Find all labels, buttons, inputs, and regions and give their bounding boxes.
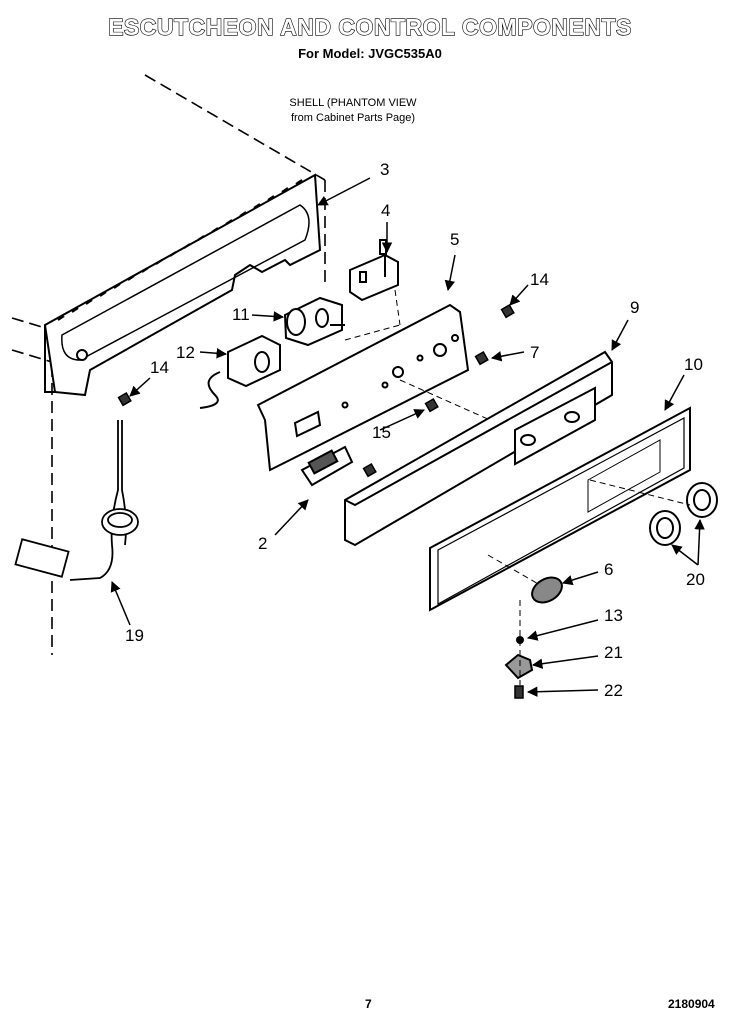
label-part-21: 21 <box>604 643 623 662</box>
label-part-15: 15 <box>372 423 391 442</box>
control-panel-bracket <box>43 173 322 397</box>
part-4-switch <box>349 239 399 302</box>
label-part-4: 4 <box>381 201 390 220</box>
bracket-vent-slots <box>57 179 303 321</box>
part-5-mounting-plate <box>256 303 470 472</box>
label-part-14-left: 14 <box>150 358 169 377</box>
part-20-knobs <box>649 482 718 546</box>
assembly-guide-lines <box>344 289 691 685</box>
shell-phantom-outline <box>11 74 326 655</box>
label-part-5: 5 <box>450 230 459 249</box>
label-part-11: 11 <box>232 305 250 324</box>
document-number: 2180904 <box>668 997 715 1011</box>
page-title: ESCUTCHEON AND CONTROL COMPONENTS <box>107 13 632 40</box>
label-part-6: 6 <box>604 560 613 579</box>
label-part-10: 10 <box>684 355 703 374</box>
label-part-14-top: 14 <box>530 270 549 289</box>
label-part-13: 13 <box>604 606 623 625</box>
part-12-switch <box>199 334 281 409</box>
leader-lines <box>110 177 705 697</box>
part-19-wire-harness <box>14 420 139 581</box>
part-22-screw <box>514 685 524 699</box>
shell-note-line1: SHELL (PHANTOM VIEW <box>289 97 417 109</box>
page-number: 7 <box>365 997 372 1011</box>
label-part-2: 2 <box>258 534 267 553</box>
part-10-trim-frame <box>429 406 691 612</box>
label-part-7: 7 <box>530 343 539 362</box>
part-6-nameplate <box>531 576 563 604</box>
label-part-3: 3 <box>380 160 389 179</box>
part-9-control-panel <box>344 350 613 547</box>
shell-note: SHELL (PHANTOM VIEW from Cabinet Parts P… <box>253 96 453 126</box>
part-11-valve <box>283 296 345 347</box>
part-2-display-board <box>300 445 354 487</box>
label-part-20: 20 <box>686 570 705 589</box>
model-subtitle: For Model: JVGC535A0 <box>298 46 442 61</box>
label-part-19: 19 <box>125 626 144 645</box>
label-part-9: 9 <box>630 298 639 317</box>
part-21-clip <box>504 653 534 680</box>
shell-note-line2: from Cabinet Parts Page) <box>290 112 416 124</box>
label-part-22: 22 <box>604 681 623 700</box>
label-part-12: 12 <box>176 343 195 362</box>
screws <box>117 304 515 478</box>
